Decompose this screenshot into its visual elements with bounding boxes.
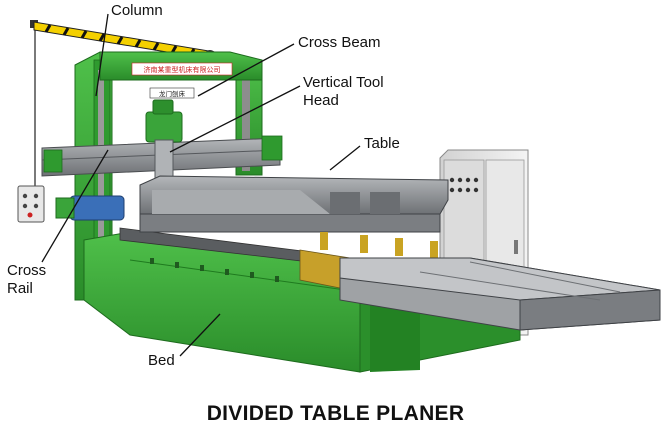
column-leader: [95, 13, 109, 97]
label-table: Table: [364, 135, 400, 152]
extension-table: [339, 257, 661, 331]
sign-top-text: 济南某重型机床有限公司: [144, 65, 221, 74]
label-vertical-tool-head-line2: Head: [303, 92, 339, 109]
label-cross-rail-line1: Cross: [7, 262, 47, 279]
leader-lines: [41, 13, 361, 357]
label-bed: Bed: [148, 352, 175, 369]
table: [139, 175, 449, 259]
label-column: Column: [111, 2, 163, 19]
cross-rail-leader: [41, 149, 109, 263]
bed-rail: [119, 227, 351, 291]
bed-leader: [179, 313, 221, 357]
sign-plate-text: 龙门刨床: [159, 89, 186, 98]
cross-beam-leader: [197, 43, 295, 97]
cross-beam: 济南某重型机床有限公司 龙门刨床: [99, 51, 263, 99]
vertical-tool-head-leader: [169, 85, 301, 153]
label-cross-beam: Cross Beam: [298, 34, 381, 51]
figure-caption: DIVIDED TABLE PLANER: [206, 402, 465, 425]
label-vertical-tool-head-line1: Vertical Tool: [303, 74, 384, 91]
label-cross-rail-line2: Rail: [7, 280, 33, 297]
pendant-control: [17, 185, 45, 223]
table-leader: [329, 145, 361, 171]
label-cross-rail: Cross Rail: [7, 262, 46, 298]
side-motor: [55, 195, 125, 221]
label-vertical-tool-head: Vertical Tool Head: [303, 74, 384, 110]
